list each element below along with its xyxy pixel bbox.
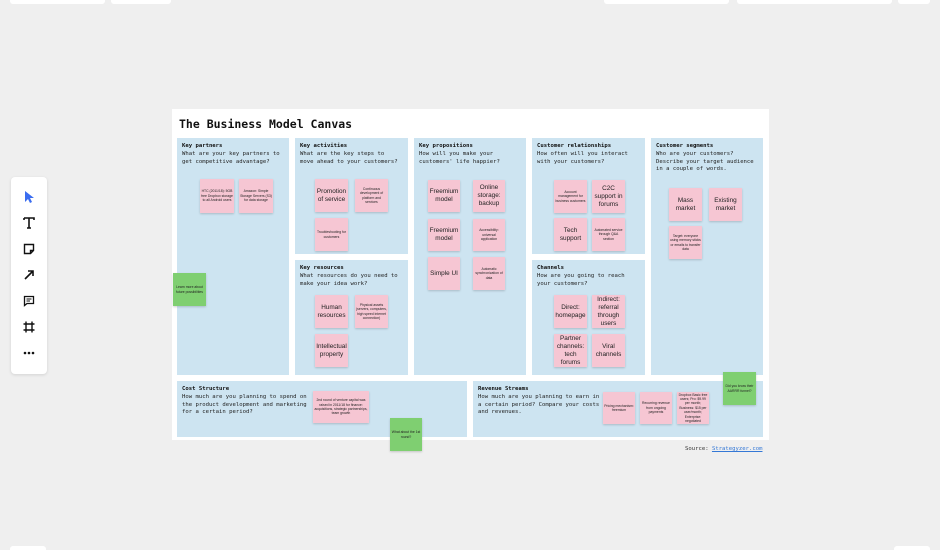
text-icon <box>23 217 35 229</box>
key-resources-block[interactable]: Key resources What resources do you need… <box>295 260 408 375</box>
sticky-note[interactable]: Continuous development of platform and s… <box>355 179 388 212</box>
block-question: Who are your customers? Describe your ta… <box>656 151 754 173</box>
block-heading: Revenue Streams <box>478 386 529 392</box>
board-title: The Business Model Canvas <box>179 117 353 131</box>
sticky-note[interactable]: Human resources <box>315 295 348 328</box>
sticky-note[interactable]: C2C support in forums <box>592 180 625 213</box>
key-partners-block[interactable]: Key partners What are your key partners … <box>177 138 289 375</box>
sticky-note[interactable]: Existing market <box>709 188 742 221</box>
green-comment-note[interactable]: Learn more about future possibilities <box>173 273 206 306</box>
sticky-note[interactable]: Mass market <box>669 188 702 221</box>
more-icon <box>23 351 35 355</box>
sticky-note[interactable]: Freemium model <box>428 219 460 251</box>
revenue-streams-block[interactable]: Revenue Streams How much are you plannin… <box>473 381 763 437</box>
block-heading: Channels <box>537 265 564 271</box>
sticky-note[interactable]: Accessibility: universal application <box>473 219 505 251</box>
green-comment-note[interactable]: Did you know their AARRR funnel? <box>723 372 756 405</box>
bottom-toolbar-fragment <box>894 546 930 550</box>
sticky-note[interactable]: Pricing mechanism: freemium <box>603 392 635 424</box>
sticky-note[interactable]: Recurring revenue from ongoing payments <box>640 392 672 424</box>
block-question: How will you make your customers' life h… <box>419 151 500 165</box>
block-question: What resources do you need to make your … <box>300 273 398 287</box>
sticky-note[interactable]: Indirect: referral through users <box>592 295 625 328</box>
block-heading: Key resources <box>300 265 344 271</box>
block-heading: Cost Structure <box>182 386 230 392</box>
sticky-note[interactable]: Freemium model <box>428 180 460 212</box>
top-toolbar-fragment <box>898 0 930 4</box>
text-tool[interactable] <box>17 212 41 234</box>
sticky-note[interactable]: Intellectual property <box>315 334 348 367</box>
channels-block[interactable]: Channels How are you going to reach your… <box>532 260 645 375</box>
block-heading: Key partners <box>182 143 223 149</box>
top-toolbar-fragment <box>10 0 105 4</box>
sticky-note[interactable]: Amazon: Simple Storage Servers (S3) for … <box>239 179 273 213</box>
block-question: How much are you planning to spend on th… <box>182 394 307 416</box>
sticky-note[interactable]: HTC (2011/18): 5GB free Dropbox storage … <box>200 179 234 213</box>
sticky-note[interactable]: Partner channels: tech forums <box>554 334 587 367</box>
select-tool[interactable] <box>17 186 41 208</box>
block-heading: Customer relationships <box>537 143 612 149</box>
sticky-note[interactable]: Automated service through Q&A section <box>592 218 625 251</box>
frame-tool[interactable] <box>17 316 41 338</box>
block-heading: Key propositions <box>419 143 473 149</box>
frame-icon <box>23 321 35 333</box>
sticky-note[interactable]: Target: everyone using memory sticks or … <box>669 226 702 259</box>
sticky-note[interactable]: Viral channels <box>592 334 625 367</box>
sticky-note[interactable]: Tech support <box>554 218 587 251</box>
block-question: What are your key partners to get compet… <box>182 151 280 165</box>
sticky-note[interactable]: Simple UI <box>428 257 460 290</box>
block-question: What are the key steps to move ahead to … <box>300 151 398 165</box>
cursor-icon <box>25 191 34 203</box>
customer-relationships-block[interactable]: Customer relationships How often will yo… <box>532 138 645 254</box>
bottom-toolbar-fragment <box>10 546 46 550</box>
block-question: How often will you interact with your cu… <box>537 151 628 165</box>
arrow-icon <box>24 270 34 280</box>
sticky-note[interactable]: 2nd round of venture capital was raised … <box>313 391 369 423</box>
comment-icon <box>23 295 35 307</box>
tool-palette <box>11 177 47 374</box>
cost-structure-block[interactable]: Cost Structure How much are you planning… <box>177 381 467 437</box>
sticky-note[interactable]: Dropbox Basic free users; Pro: $9.99 per… <box>677 392 709 424</box>
key-activities-block[interactable]: Key activities What are the key steps to… <box>295 138 408 254</box>
sticky-note[interactable]: Online storage: backup <box>473 180 505 212</box>
block-heading: Key activities <box>300 143 348 149</box>
block-question: How much are you planning to earn in a c… <box>478 394 600 416</box>
source-link[interactable]: Strategyzer.com <box>711 446 763 452</box>
more-tools-button[interactable] <box>17 342 41 364</box>
key-propositions-block[interactable]: Key propositions How will you make your … <box>414 138 526 375</box>
source-credit: Source: Strategyzer.com <box>685 446 763 452</box>
sticky-note[interactable]: Troubleshooting for customers <box>315 218 348 251</box>
block-question: How are you going to reach your customer… <box>537 273 625 287</box>
business-model-canvas-board: The Business Model Canvas Key partners W… <box>172 109 769 452</box>
sticky-note-tool[interactable] <box>17 238 41 260</box>
green-comment-note[interactable]: What about the 1st round? <box>390 418 422 451</box>
comment-tool[interactable] <box>17 290 41 312</box>
connector-tool[interactable] <box>17 264 41 286</box>
sticky-note[interactable]: Physical assets (servers, computers, hig… <box>355 295 388 328</box>
customer-segments-block[interactable]: Customer segments Who are your customers… <box>651 138 763 375</box>
sticky-note-icon <box>23 243 35 255</box>
sticky-note[interactable]: Automatic synchronization of data <box>473 257 505 290</box>
top-toolbar-fragment <box>604 0 729 4</box>
block-heading: Customer segments <box>656 143 714 149</box>
top-toolbar-fragment <box>737 0 892 4</box>
sticky-note[interactable]: Account management for business customer… <box>554 180 587 213</box>
sticky-note[interactable]: Direct: homepage <box>554 295 587 328</box>
top-toolbar-fragment <box>111 0 171 4</box>
sticky-note[interactable]: Promotion of service <box>315 179 348 212</box>
